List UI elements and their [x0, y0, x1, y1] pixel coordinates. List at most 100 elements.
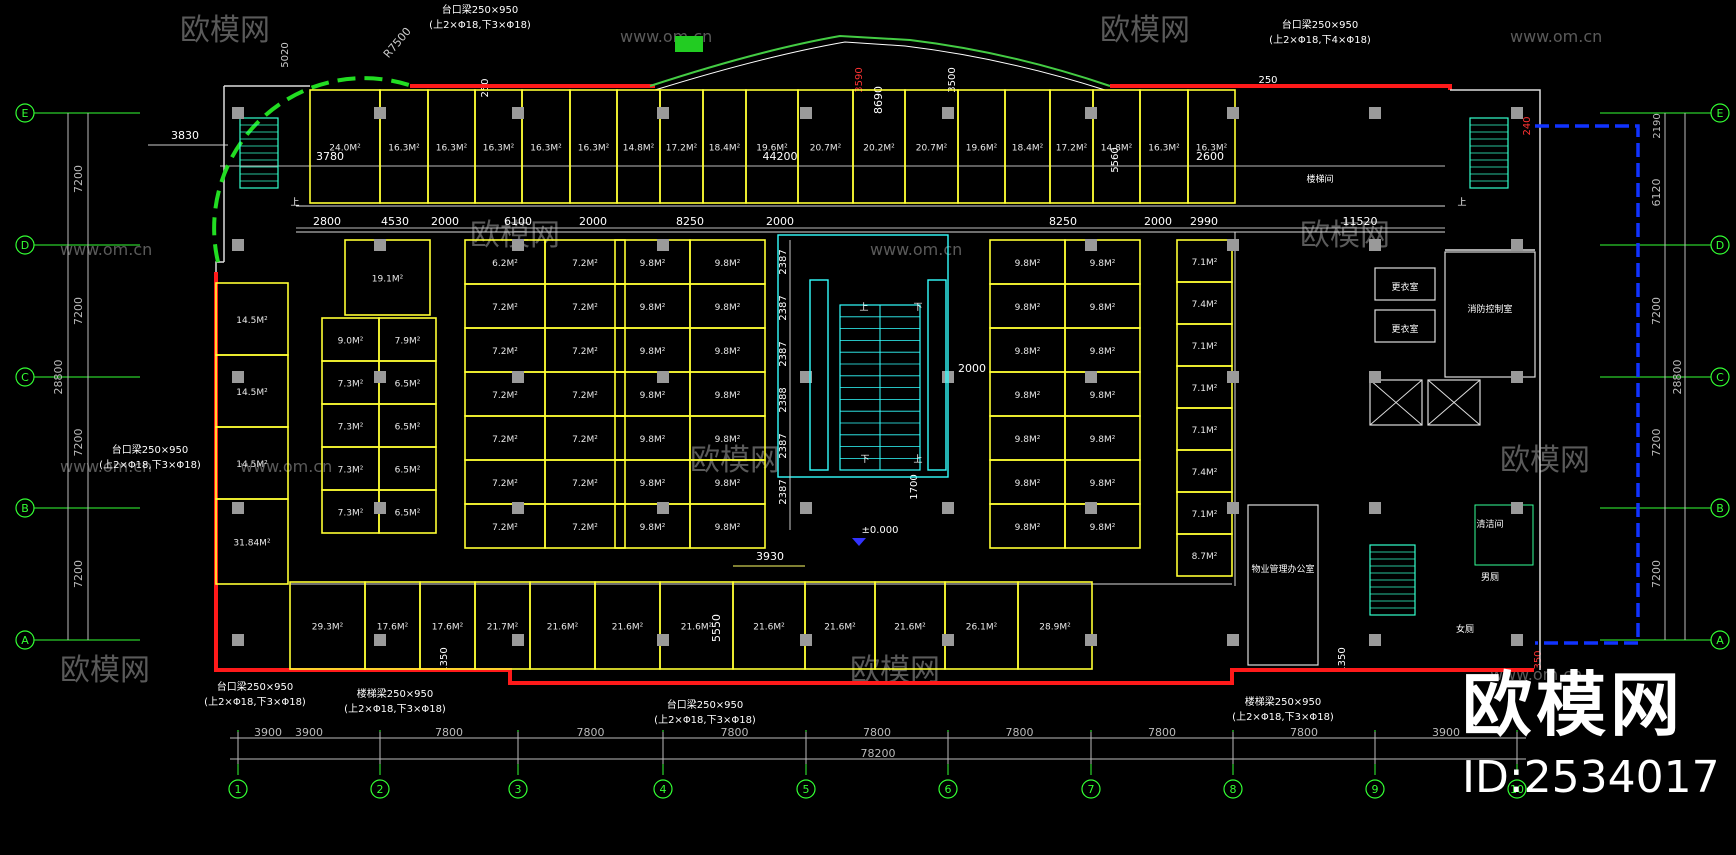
- area-label: 7.3M²: [338, 466, 364, 476]
- column: [512, 239, 524, 251]
- axis-bubble: [1223, 779, 1243, 799]
- area-label: 9.8M²: [1015, 259, 1041, 269]
- beam-note: (上2×Φ18,下3×Φ18): [654, 714, 756, 726]
- dimension-text: 8250: [1049, 215, 1077, 228]
- arc-boundary: [212, 76, 413, 263]
- column: [657, 634, 669, 646]
- dimension-text: 7800: [1006, 726, 1034, 739]
- dimension-text: 2387: [778, 249, 789, 274]
- axis-bubble: [1365, 779, 1385, 799]
- area-label: 21.7M²: [487, 623, 519, 633]
- dimension-text: 2000: [1144, 215, 1172, 228]
- area-label: 9.8M²: [715, 303, 741, 313]
- axis-bubble: [1507, 779, 1527, 799]
- elevator: [1427, 379, 1481, 426]
- dimension-text: 3900: [1432, 726, 1460, 739]
- dimension-text: 2000: [958, 362, 986, 375]
- axis-bubble: [508, 779, 528, 799]
- area-label: 7.2M²: [492, 347, 518, 357]
- area-label: 9.8M²: [1090, 259, 1116, 269]
- column: [1227, 107, 1239, 119]
- area-label: 9.8M²: [1090, 303, 1116, 313]
- watermark-site: www.om.cn: [60, 457, 152, 476]
- area-label: 9.8M²: [715, 259, 741, 269]
- axis-label: A: [21, 634, 29, 647]
- column: [1227, 371, 1239, 383]
- column: [232, 239, 244, 251]
- area-label: 9.8M²: [640, 435, 666, 445]
- dimension-text: 3900: [254, 726, 282, 739]
- column: [800, 634, 812, 646]
- area-label: 16.3M²: [530, 144, 562, 154]
- watermark-brand: 欧模网: [1100, 13, 1190, 48]
- area-label: 9.8M²: [640, 391, 666, 401]
- area-label: 16.3M²: [483, 144, 515, 154]
- area-label: 7.2M²: [572, 347, 598, 357]
- area-label: 7.1M²: [1192, 258, 1218, 268]
- stair-label: 上: [290, 197, 299, 208]
- beam-note: 台口梁250×950: [112, 443, 189, 456]
- area-label: 9.8M²: [640, 523, 666, 533]
- dimension-text: 6120: [1650, 179, 1663, 207]
- area-label: 7.1M²: [1192, 342, 1218, 352]
- dimension-text: 2990: [1190, 215, 1218, 228]
- area-label: 9.8M²: [1090, 479, 1116, 489]
- axis-label: A: [1716, 634, 1724, 647]
- escalator-label: 下: [913, 303, 922, 313]
- area-label: 14.5M²: [236, 460, 268, 470]
- column: [1227, 502, 1239, 514]
- area-label: 16.3M²: [578, 144, 610, 154]
- axis-label: 1: [235, 783, 242, 796]
- dimension-text: 7200: [1650, 560, 1663, 588]
- area-label: 21.6M²: [753, 623, 785, 633]
- dimension-text: 7800: [1148, 726, 1176, 739]
- area-label: 9.8M²: [1090, 347, 1116, 357]
- dimension-text: 2800: [313, 215, 341, 228]
- dimension-text: 3830: [171, 129, 199, 142]
- area-label: 21.6M²: [824, 623, 856, 633]
- corridor-line: [290, 205, 1445, 586]
- axis-bubble: [228, 779, 248, 799]
- column: [1369, 239, 1381, 251]
- column: [1085, 634, 1097, 646]
- elevator-cross: [1427, 379, 1481, 426]
- room-label: 更衣室: [1391, 323, 1418, 335]
- area-label: 16.3M²: [436, 144, 468, 154]
- column: [1511, 371, 1523, 383]
- axis-bubble: [653, 779, 673, 799]
- area-label: 9.8M²: [715, 347, 741, 357]
- shop-unit: [1187, 89, 1236, 204]
- axis-label: E: [1717, 107, 1724, 120]
- beam-note: (上2×Φ18,下4×Φ18): [1269, 34, 1371, 46]
- escalator-rail: [927, 279, 947, 471]
- roof-curve: [649, 34, 1111, 87]
- dimension-text: 2000: [579, 215, 607, 228]
- columns-layer: [232, 107, 1523, 646]
- area-label: 17.6M²: [432, 623, 464, 633]
- dimension-text: 8690: [872, 86, 885, 114]
- area-label: 7.3M²: [338, 423, 364, 433]
- column: [374, 107, 386, 119]
- beam-note: 楼梯梁250×950: [357, 687, 434, 700]
- area-label: 26.1M²: [966, 623, 998, 633]
- column: [1369, 502, 1381, 514]
- area-label: 7.4M²: [1192, 300, 1218, 310]
- watermark-brand: 欧模网: [60, 653, 150, 688]
- column: [1085, 371, 1097, 383]
- area-label: 6.5M²: [395, 423, 421, 433]
- area-label: 20.2M²: [863, 144, 895, 154]
- area-label: 7.2M²: [572, 479, 598, 489]
- area-label: 6.2M²: [492, 259, 518, 269]
- walls-layer: [212, 34, 1640, 685]
- room-label: 男厕: [1481, 572, 1499, 583]
- area-label: 7.1M²: [1192, 426, 1218, 436]
- dimension-text: 240: [1522, 116, 1533, 135]
- dimension-text: 6100: [504, 215, 532, 228]
- dimension-text: 11520: [1343, 215, 1378, 228]
- area-label: 7.2M²: [572, 435, 598, 445]
- dimension-text: 5550: [710, 614, 723, 642]
- area-label: 31.84M²: [233, 539, 271, 549]
- dimension-text: 7200: [1650, 297, 1663, 325]
- watermark-brand: 欧模网: [1500, 443, 1590, 478]
- area-label: 7.2M²: [492, 523, 518, 533]
